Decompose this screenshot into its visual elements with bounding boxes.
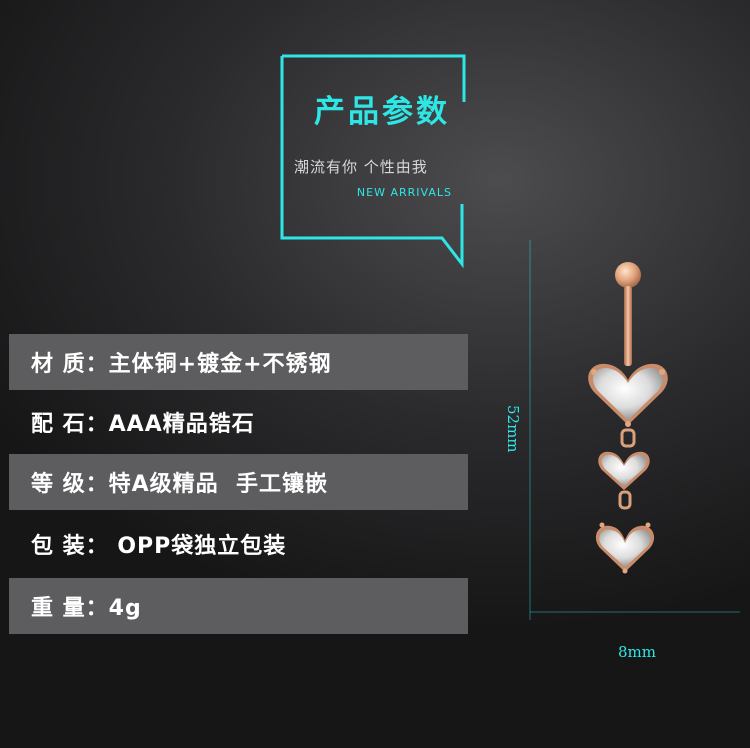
connector-1 [620,428,636,448]
spec-row-stone: 配 石：AAA精品锆石 [9,394,468,450]
bar [624,286,632,366]
slogan-text: 潮流有你 个性由我 [294,158,428,176]
middle-heart-gem [598,451,650,490]
header-frame: 产品参数 潮流有你 个性由我 NEW ARRIVALS [280,54,466,269]
top-ball [615,262,641,288]
new-arrivals-label: NEW ARRIVALS [356,186,452,199]
spec-grade-text: 等 级：特A级精品 手工镶嵌 [31,472,329,497]
spec-row-weight: 重 量：4g [9,578,468,634]
height-dimension-label: 52mm [504,405,522,453]
spec-stone-text: 配 石：AAA精品锆石 [31,412,255,437]
bottom-heart-gem [595,522,655,574]
speech-bubble-frame [280,54,466,269]
spec-row-package: 包 装： OPP袋独立包装 [9,516,468,572]
page-title: 产品参数 [314,94,450,130]
connector-2 [618,490,632,510]
spec-row-grade: 等 级：特A级精品 手工镶嵌 [9,454,468,510]
spec-row-material: 材 质：主体铜+镀金+不锈钢 [9,334,468,390]
spec-package-text: 包 装： OPP袋独立包装 [31,534,287,559]
width-dimension-label: 8mm [618,643,656,661]
spec-material-text: 材 质：主体铜+镀金+不锈钢 [31,352,332,377]
spec-weight-text: 重 量：4g [31,596,142,621]
large-heart-gem [588,363,668,427]
